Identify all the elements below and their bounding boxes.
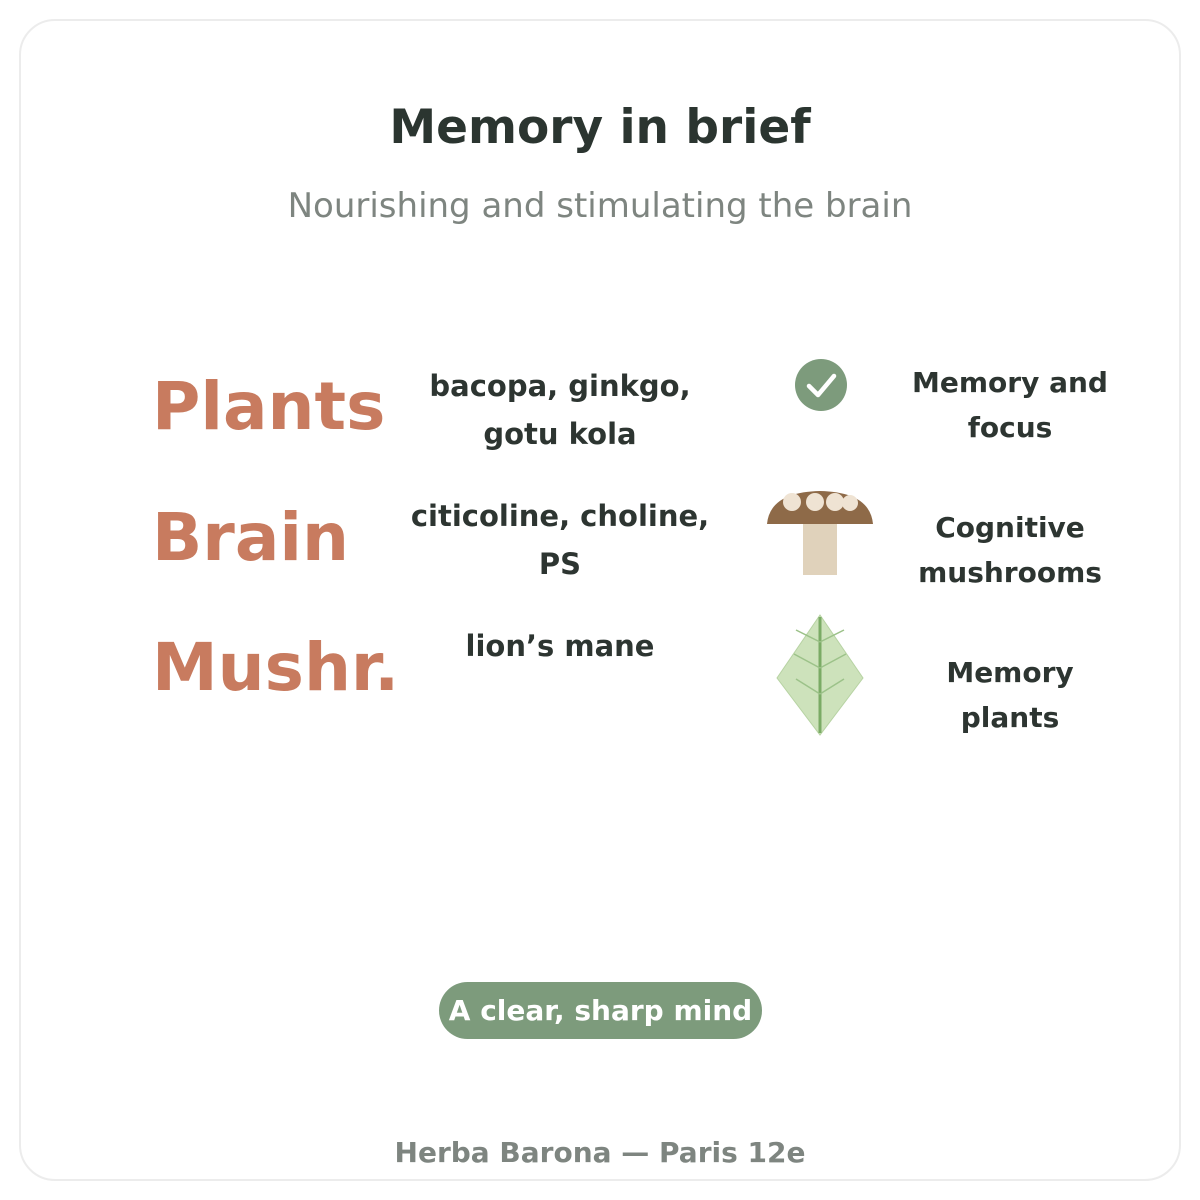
row-label-brain: Brain	[152, 499, 350, 576]
page-subtitle: Nourishing and stimulating the brain	[287, 186, 913, 226]
row-label-mushr: Mushr.	[152, 629, 400, 706]
row-caption-cognitive-mushrooms: Cognitive mushrooms	[918, 511, 1102, 589]
row-items-brain: citicoline, choline, PS	[410, 499, 710, 581]
check-circle-icon	[795, 359, 847, 411]
mushroom-icon	[767, 491, 873, 575]
tagline-badge: A clear, sharp mind	[439, 982, 762, 1039]
row-items-plants: bacopa, ginkgo, gotu kola	[429, 369, 691, 451]
leaf-icon	[776, 614, 864, 736]
page-title: Memory in brief	[389, 100, 811, 155]
row-caption-memory-plants: Memory plants	[946, 656, 1074, 734]
row-caption-memory-focus: Memory and focus	[912, 366, 1108, 444]
row-label-plants: Plants	[152, 368, 386, 445]
footer-credit: Herba Barona — Paris 12e	[394, 1136, 806, 1169]
row-items-mushr: lion’s mane	[465, 629, 655, 663]
